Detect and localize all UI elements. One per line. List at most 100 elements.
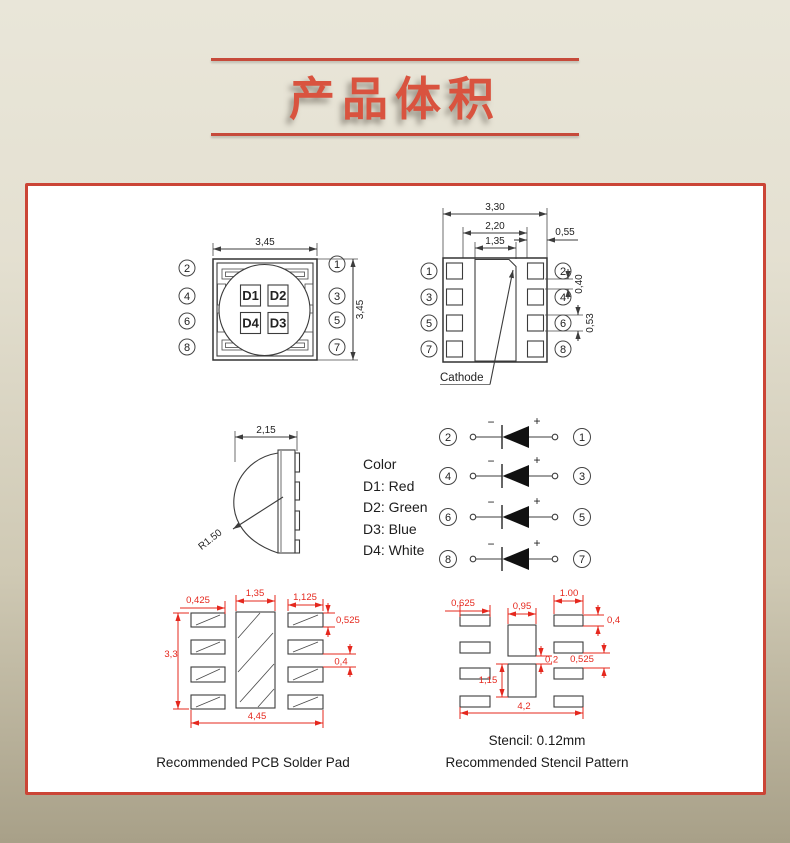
- pin-number: 7: [334, 342, 340, 354]
- stencil-center-width-label: 0,95: [513, 601, 532, 612]
- color-legend-item-d4: D4: White: [363, 542, 425, 558]
- die-label-d2: D2: [270, 288, 287, 303]
- side-view-dimension-lines: [234, 431, 298, 462]
- stencil-caption-line2: Recommended Stencil Pattern: [445, 755, 629, 770]
- bottom-view-dimension-lines: [442, 208, 578, 259]
- pin-number: 7: [426, 344, 432, 356]
- diode-row: 8 − + 7: [439, 536, 591, 571]
- top-view-width-label: 3,45: [255, 237, 275, 248]
- diode-row: 4 − + 3: [439, 453, 591, 488]
- bottom-view-overall-label: 3,30: [485, 202, 505, 213]
- minus-sign: −: [487, 454, 494, 468]
- cathode-label: Cathode: [440, 372, 483, 384]
- pin-number: 6: [560, 318, 566, 330]
- plus-sign: +: [533, 414, 540, 428]
- stencil-caption: Stencil: 0.12mm Recommended Stencil Patt…: [402, 730, 672, 774]
- pin-number: 1: [579, 432, 585, 444]
- lens-circle: [218, 263, 311, 357]
- pin-number: 5: [334, 315, 340, 327]
- page-title: 产品体积: [289, 72, 501, 126]
- radius-label: R1.50: [197, 527, 225, 552]
- stencil-pitch-label: 0,525: [570, 654, 594, 665]
- bottom-view-left-pads: [445, 262, 464, 358]
- pin-number: 6: [445, 512, 451, 524]
- stencil-caption-line1: Stencil: 0.12mm: [488, 733, 586, 748]
- circuit-diagram: 2 − + 1 4 − + 3 6: [439, 414, 591, 571]
- color-legend: Color D1: Red D2: Green D3: Blue D4: Whi…: [363, 454, 428, 562]
- stencil-center-height-label: 1,15: [479, 675, 498, 686]
- pin-number: 1: [426, 266, 432, 278]
- pcb-height-label: 3,3: [164, 649, 177, 660]
- top-view-right-pins: 1 3 5 7: [328, 255, 346, 356]
- bottom-view-diagram: 3,30 2,20 1,35 0,55 1 3 5 7: [420, 202, 596, 385]
- header-rule-top: [211, 58, 579, 61]
- pin-number: 6: [184, 316, 190, 328]
- bottom-view-inner-label: 2,20: [485, 221, 505, 232]
- pin-number: 8: [445, 554, 451, 566]
- pin-number: 4: [184, 291, 190, 303]
- bottom-view-side-dims: [545, 269, 583, 341]
- pcb-dimension-lines: [173, 595, 356, 728]
- top-view-left-pins: 2 4 6 8: [178, 259, 196, 356]
- bottom-view-right-pads: [526, 262, 545, 358]
- pcb-gap-label: 0,4: [334, 657, 347, 668]
- top-view-dimension-lines: [212, 243, 358, 361]
- pin-number: 2: [560, 266, 566, 278]
- pcb-pad-height-label: 0,525: [336, 615, 360, 626]
- pin-number: 3: [579, 471, 585, 483]
- pcb-right-pad-width-label: 1,125: [293, 592, 317, 603]
- pad-gap-label: 0,40: [574, 274, 585, 294]
- top-view-height-label: 3,45: [355, 299, 366, 319]
- stencil-right-pad-width-label: 1.00: [560, 588, 579, 599]
- stencil-pads: [459, 614, 584, 708]
- stencil-pad-height-label: 0,4: [607, 615, 620, 626]
- pin-number: 5: [579, 512, 585, 524]
- pad-height-label: 0,53: [585, 313, 596, 333]
- die-label-d3: D3: [270, 316, 287, 331]
- content-panel: 3,45 3,45 D: [25, 183, 766, 795]
- pin-number: 3: [334, 291, 340, 303]
- side-view-diagram: 2,15 R1.50: [197, 425, 301, 554]
- plus-sign: +: [533, 494, 540, 508]
- thermal-pad-outline: [474, 258, 517, 362]
- radius-leader: [232, 496, 284, 530]
- minus-sign: −: [487, 495, 494, 509]
- color-legend-item-d2: D2: Green: [363, 499, 428, 515]
- die-label-d4: D4: [242, 316, 259, 331]
- color-legend-item-d3: D3: Blue: [363, 520, 417, 537]
- plus-sign: +: [533, 453, 540, 467]
- pin-number: 1: [334, 259, 340, 271]
- pcb-center-width-label: 1,35: [246, 588, 265, 599]
- die-boxes: [239, 284, 289, 335]
- stencil-width-label: 4,2: [517, 701, 530, 712]
- stencil-center-gap-label: 0,2: [545, 655, 558, 666]
- pin-number: 4: [560, 292, 566, 304]
- pin-number: 2: [184, 263, 190, 275]
- minus-sign: −: [487, 537, 494, 551]
- plus-sign: +: [533, 536, 540, 550]
- pin-number: 2: [445, 432, 451, 444]
- bottom-view-edge-label: 0,55: [555, 227, 575, 238]
- pcb-pad-diagram: 0,425 1,35 1,125 0,525 3,3 0,4 4,45: [164, 588, 360, 728]
- pin-number: 5: [426, 318, 432, 330]
- diode-row: 6 − + 5: [439, 494, 591, 529]
- pcb-left-pad-width-label: 0,425: [186, 595, 210, 606]
- top-view-diagram: 3,45 3,45 D: [178, 237, 366, 361]
- die-label-d1: D1: [242, 288, 259, 303]
- header-rule-bottom: [211, 133, 579, 136]
- stencil-dimension-lines: [445, 595, 610, 719]
- cathode-leader: [440, 269, 514, 385]
- side-view-body: [233, 449, 301, 554]
- bottom-view-centerpad-label: 1,35: [485, 236, 505, 247]
- pin-number: 8: [184, 342, 190, 354]
- pin-number: 8: [560, 344, 566, 356]
- color-legend-item-d1: D1: Red: [363, 477, 415, 494]
- bottom-view-package-outline: [442, 257, 548, 363]
- bottom-view-left-pins: 1 3 5 7: [420, 262, 438, 358]
- pcb-pads: [190, 611, 324, 710]
- diode-row: 2 − + 1: [439, 414, 591, 449]
- pin-number: 4: [445, 471, 451, 483]
- minus-sign: −: [487, 415, 494, 429]
- stencil-diagram: 0,625 0,95 1.00 0,4 0,525 0,2 1,15 4,2: [445, 588, 620, 719]
